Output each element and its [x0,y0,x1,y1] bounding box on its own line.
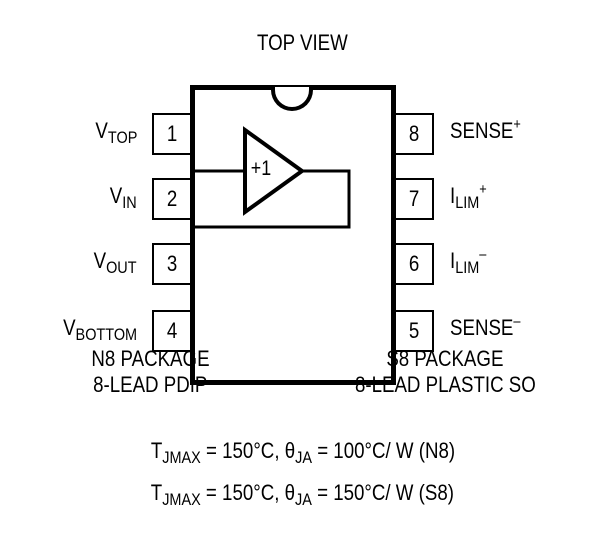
s8-package-type: 8-LEAD PLASTIC SO [354,372,536,397]
pin-6-label: ILIM– [450,246,487,277]
pin-3-label: VOUT [94,248,137,277]
pin-8-label: SENSE+ [450,116,521,143]
pin-8: 8 [396,113,434,155]
n8-package-type: 8-LEAD PDIP [92,372,208,397]
pin-6: 6 [396,243,434,285]
pin-2-label: VIN [110,183,137,212]
thermal-note-n8: TJMAX = 150°C, θJA = 100°C/ W (N8) [150,438,455,467]
pin-2: 2 [152,178,190,220]
amplifier-gain-label: +1 [250,157,272,180]
pin-4-label: VBOTTOM [62,315,137,344]
pin-4: 4 [152,310,190,352]
diagram-title: TOP VIEW [257,30,348,55]
pin-1-label: VTOP [95,118,137,147]
pin-7: 7 [396,178,434,220]
n8-package-description: N8 PACKAGE 8-LEAD PDIP [40,346,260,398]
n8-package-name: N8 PACKAGE [90,346,210,371]
pin-3: 3 [152,243,190,285]
thermal-note-s8: TJMAX = 150°C, θJA = 150°C/ W (S8) [150,480,455,509]
s8-package-name: S8 PACKAGE [386,346,504,371]
feedback-wire [195,169,351,229]
s8-package-description: S8 PACKAGE 8-LEAD PLASTIC SO [300,346,590,398]
pin-5-label: SENSE– [450,313,521,340]
pin-7-label: ILIM+ [450,181,487,212]
pin-1: 1 [152,113,190,155]
pin-5: 5 [396,310,434,352]
